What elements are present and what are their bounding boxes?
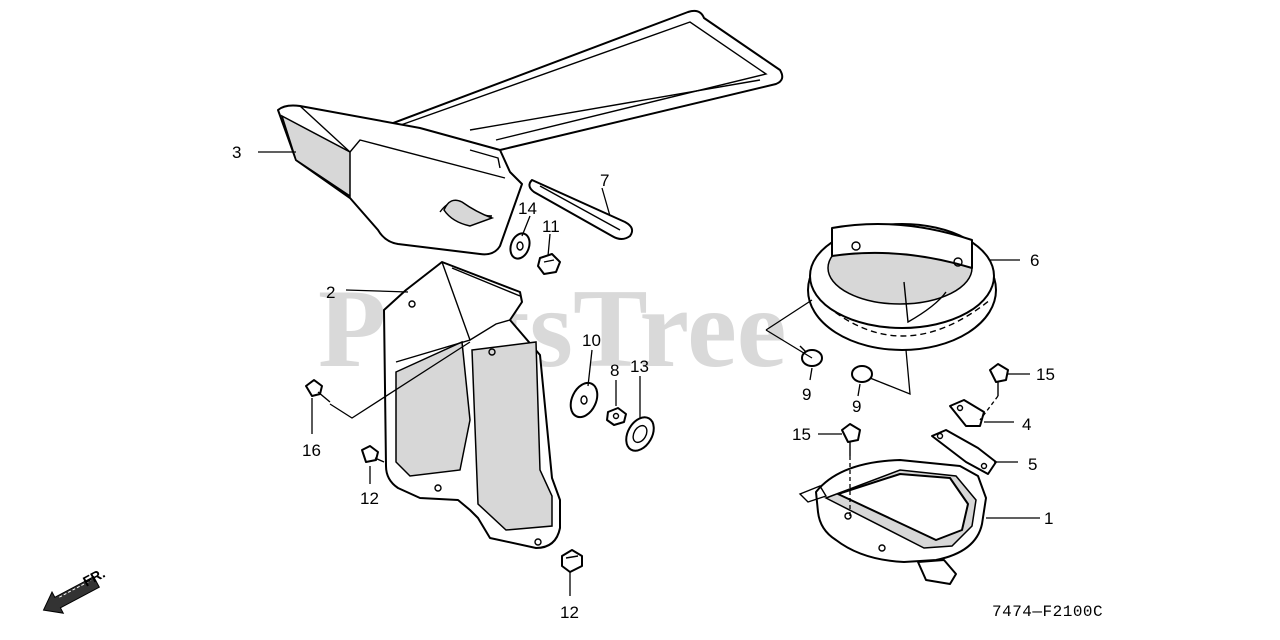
callout-5: 5	[1028, 455, 1037, 474]
callout-6: 6	[1030, 251, 1039, 270]
part-7-strap	[528, 179, 634, 240]
callout-4: 4	[1022, 415, 1031, 434]
part-1-base-housing	[798, 459, 987, 585]
part-12-bolt-upper	[361, 445, 385, 463]
callout-3: 3	[232, 143, 241, 162]
part-16-bolt	[305, 379, 331, 403]
part-9-screw-right	[851, 365, 881, 383]
part-6-ring-gear	[807, 223, 997, 351]
callout-9-left: 9	[802, 385, 811, 404]
callout-1: 1	[1044, 509, 1053, 528]
part-15-bolt-lower	[841, 423, 861, 456]
callout-13: 13	[630, 357, 649, 376]
callout-11: 11	[542, 217, 560, 236]
callout-7: 7	[600, 171, 609, 190]
part-13-grommet	[625, 416, 655, 452]
callout-14: 14	[518, 199, 537, 218]
callout-16: 16	[302, 441, 321, 460]
callout-15-upper: 15	[1036, 365, 1055, 384]
part-8-nut	[606, 407, 627, 426]
front-direction-arrow-icon	[42, 575, 100, 614]
part-12-bolt-lower	[561, 549, 583, 573]
callout-12-lower: 12	[560, 603, 579, 622]
callout-labels: 3 2 7 14 11 10 8 13 16 12 12 6 9 9 15 4 …	[232, 143, 1055, 622]
callout-8: 8	[610, 361, 619, 380]
callout-15-lower: 15	[792, 425, 811, 444]
callout-12-upper: 12	[360, 489, 379, 508]
drawing-code: 7474—F2100C	[992, 603, 1103, 621]
part-9-screw-left	[799, 345, 823, 367]
part-11-nut	[537, 253, 561, 275]
part-10-washer	[569, 381, 599, 419]
part-2-chute-shroud	[383, 261, 561, 549]
leader-lines	[258, 151, 1040, 596]
part-4-bracket	[949, 399, 985, 427]
part-15-bolt-upper	[989, 363, 1009, 396]
part-14-washer	[509, 232, 531, 260]
part-3-top-cover	[277, 9, 784, 256]
callout-9-right: 9	[852, 397, 861, 416]
callout-2: 2	[326, 283, 335, 302]
callout-10: 10	[582, 331, 601, 350]
